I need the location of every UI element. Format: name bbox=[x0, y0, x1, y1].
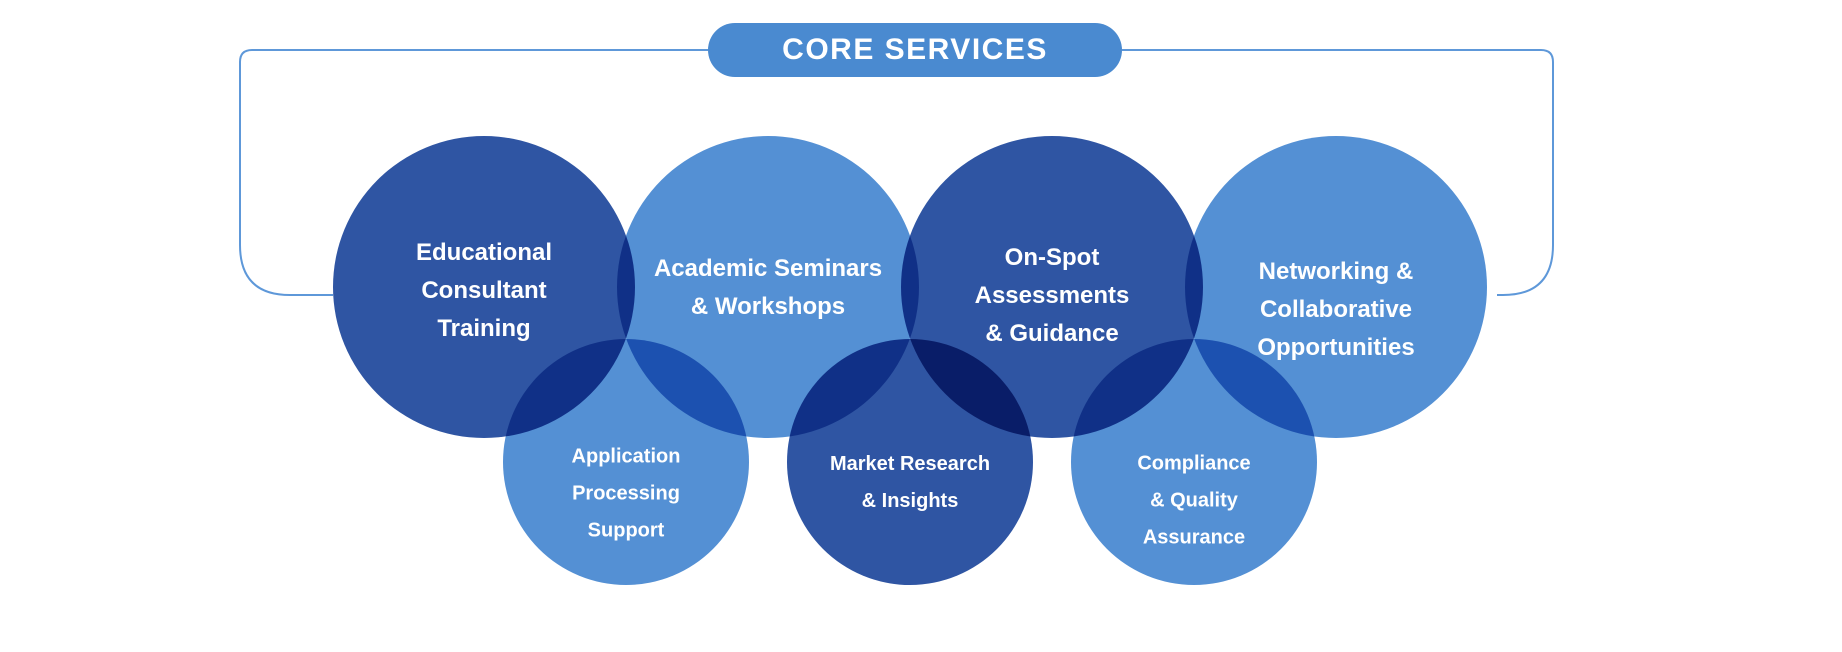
label-line: Processing bbox=[572, 482, 680, 505]
label-line: Assurance bbox=[1142, 526, 1246, 549]
label-on-spot-assessments-guidance: On-Spot Assessments & Guidance bbox=[975, 239, 1130, 353]
label-academic-seminars-workshops: Academic Seminars & Workshops bbox=[654, 250, 882, 326]
label-line: Application bbox=[571, 445, 681, 468]
circle-application-processing-support bbox=[503, 339, 749, 585]
circle-compliance-quality-assurance bbox=[1071, 339, 1317, 585]
label-line: & Insights bbox=[861, 490, 959, 512]
label-educational-consultant-training: Educational Consultant Training bbox=[416, 234, 552, 348]
label-line: & Guidance bbox=[985, 320, 1119, 347]
connector-left bbox=[239, 49, 708, 296]
label-line: Compliance bbox=[1137, 452, 1251, 475]
label-compliance-quality-assurance: Compliance & Quality Assurance bbox=[1137, 446, 1250, 557]
label-application-processing-support: Application Processing Support bbox=[572, 439, 681, 550]
circle-market-research-insights bbox=[787, 339, 1033, 585]
label-line: Academic Seminars bbox=[653, 255, 883, 282]
core-services-title: CORE SERVICES bbox=[782, 33, 1048, 66]
label-line: Support bbox=[587, 519, 665, 542]
label-line: & Workshops bbox=[690, 293, 846, 320]
label-line: On-Spot bbox=[1004, 244, 1100, 271]
label-networking-collaborative-opportunities: Networking & Collaborative Opportunities bbox=[1257, 253, 1414, 367]
label-line: Market Research bbox=[829, 453, 991, 475]
label-line: Assessments bbox=[974, 282, 1130, 309]
label-line: Collaborative bbox=[1259, 296, 1413, 323]
connector-right bbox=[1122, 49, 1554, 296]
core-services-pill: CORE SERVICES bbox=[708, 23, 1122, 77]
label-line: & Quality bbox=[1150, 489, 1238, 512]
label-line: Networking & bbox=[1258, 258, 1414, 285]
label-line: Consultant bbox=[421, 277, 547, 304]
label-line: Training bbox=[437, 315, 531, 342]
label-line: Educational bbox=[415, 239, 553, 266]
label-market-research-insights: Market Research & Insights bbox=[830, 446, 990, 520]
label-line: Opportunities bbox=[1257, 334, 1415, 361]
